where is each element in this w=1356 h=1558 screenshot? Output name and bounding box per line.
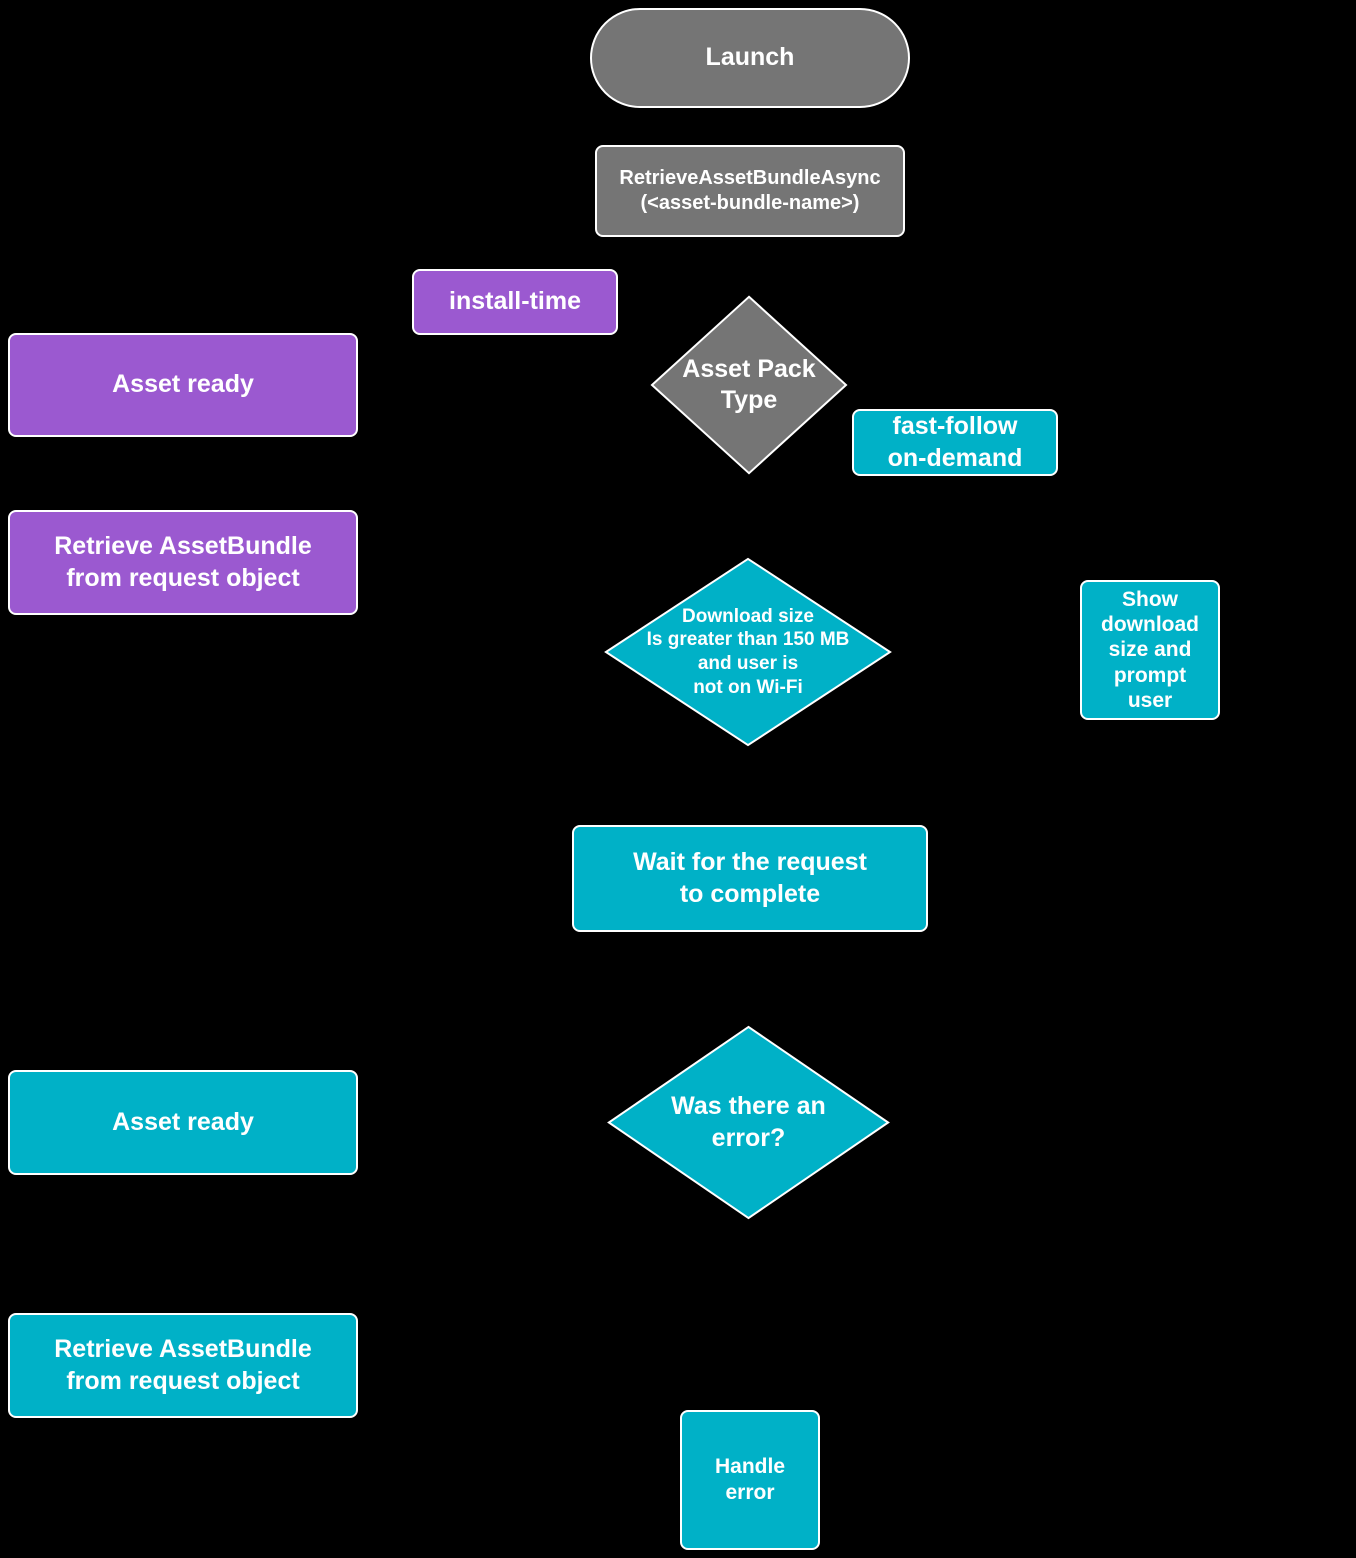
- asset-pack-type-decision: Asset Pack Type: [650, 295, 848, 475]
- was-there-an-error-label: Was there an error?: [671, 1092, 826, 1152]
- launch-node: Launch: [590, 8, 910, 108]
- show-download-size-label: Show download size and prompt user: [1101, 588, 1199, 712]
- fast-follow-on-demand-label-node: fast-follow on-demand: [852, 409, 1058, 476]
- retrieve-asset-bundle-async-node: RetrieveAssetBundleAsync (<asset-bundle-…: [595, 145, 905, 237]
- handle-error-node: Handle error: [680, 1410, 820, 1550]
- download-size-label: Download size Is greater than 150 MB and…: [646, 605, 850, 698]
- install-time-label: install-time: [449, 287, 581, 316]
- asset-ready-on-demand-node: Asset ready: [8, 1070, 358, 1175]
- asset-ready-on-demand-label: Asset ready: [112, 1107, 254, 1136]
- retrieve-assetbundle-on-demand-node: Retrieve AssetBundle from request object: [8, 1313, 358, 1418]
- download-size-decision: Download size Is greater than 150 MB and…: [603, 557, 893, 747]
- wait-for-request-label: Wait for the request to complete: [633, 848, 867, 908]
- asset-pack-type-label: Asset Pack Type: [682, 354, 816, 414]
- retrieve-assetbundle-install-time-label: Retrieve AssetBundle from request object: [54, 532, 312, 592]
- retrieve-asset-bundle-async-label: RetrieveAssetBundleAsync (<asset-bundle-…: [619, 167, 881, 214]
- diamond-shape-icon: [603, 557, 893, 747]
- handle-error-label: Handle error: [714, 1454, 785, 1504]
- retrieve-assetbundle-on-demand-label: Retrieve AssetBundle from request object: [54, 1335, 312, 1395]
- retrieve-assetbundle-install-time-node: Retrieve AssetBundle from request object: [8, 510, 358, 615]
- fast-follow-on-demand-label: fast-follow on-demand: [887, 412, 1023, 472]
- was-there-an-error-decision: Was there an error?: [606, 1025, 891, 1220]
- diamond-shape-icon: [650, 295, 848, 475]
- asset-ready-install-time-node: Asset ready: [8, 333, 358, 437]
- wait-for-request-node: Wait for the request to complete: [572, 825, 928, 932]
- show-download-size-node: Show download size and prompt user: [1080, 580, 1220, 720]
- launch-label: Launch: [705, 43, 795, 72]
- install-time-label-node: install-time: [412, 269, 618, 335]
- diamond-shape-icon: [606, 1025, 891, 1220]
- asset-ready-install-time-label: Asset ready: [112, 370, 254, 399]
